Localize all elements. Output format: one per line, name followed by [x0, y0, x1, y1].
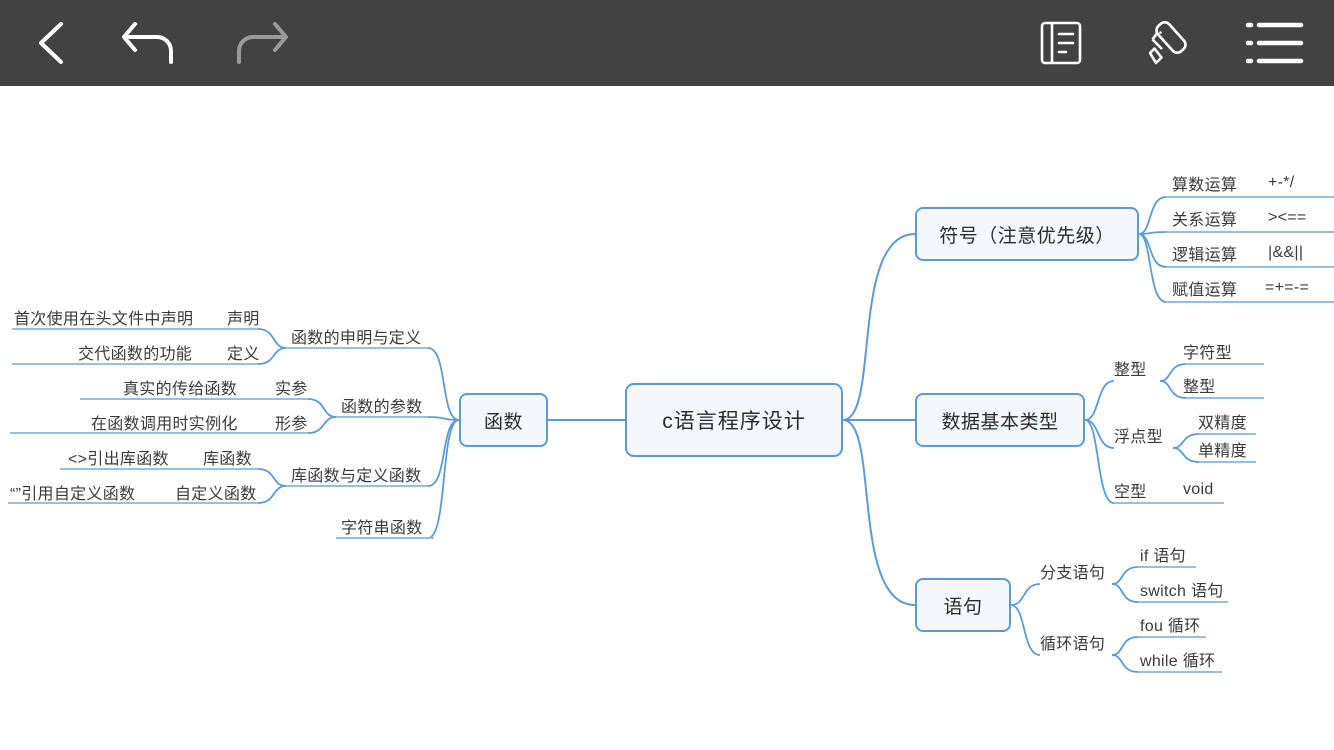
leaf-lib-func-label[interactable]: 库函数: [203, 451, 252, 468]
node-float-type[interactable]: 浮点型: [1114, 429, 1163, 446]
back-icon: [31, 18, 75, 68]
root-node[interactable]: c语言程序设计: [625, 383, 843, 457]
branch-node-datatypes[interactable]: 数据基本类型: [915, 393, 1085, 447]
branch-node-symbols[interactable]: 符号（注意优先级）: [915, 207, 1139, 261]
leaf-relational-value[interactable]: ><==: [1268, 209, 1307, 226]
leaf-declare-label[interactable]: 声明: [227, 311, 260, 328]
node-string-functions[interactable]: 字符串函数: [341, 520, 423, 537]
undo-icon: [121, 20, 179, 66]
menu-button[interactable]: [1232, 0, 1318, 86]
undo-button[interactable]: [107, 0, 193, 86]
leaf-custom-func-note[interactable]: “”引用自定义函数: [10, 486, 136, 503]
leaf-arith-value[interactable]: +-*/: [1268, 174, 1295, 191]
leaf-actual-param-note[interactable]: 真实的传给函数: [123, 381, 238, 398]
leaf-int-type[interactable]: 整型: [1183, 379, 1216, 396]
leaf-assign-label[interactable]: 赋值运算: [1172, 282, 1238, 299]
back-button[interactable]: [10, 0, 96, 86]
redo-icon: [231, 20, 289, 66]
leaf-switch-statement[interactable]: switch 语句: [1140, 583, 1224, 600]
toolbar: [0, 0, 1334, 86]
leaf-formal-param-note[interactable]: 在函数调用时实例化: [91, 416, 238, 433]
connector-layer: [8, 196, 1334, 673]
leaf-logical-label[interactable]: 逻辑运算: [1172, 247, 1238, 264]
node-function-params[interactable]: 函数的参数: [341, 399, 423, 416]
leaf-define-note[interactable]: 交代函数的功能: [78, 346, 193, 363]
branch-node-functions[interactable]: 函数: [459, 393, 548, 447]
leaf-single-precision[interactable]: 单精度: [1198, 443, 1247, 460]
node-void-type[interactable]: 空型: [1114, 484, 1147, 501]
mindmap-canvas[interactable]: c语言程序设计 符号（注意优先级） 数据基本类型 语句 算数运算 +-*/ 关系…: [0, 86, 1334, 750]
leaf-void-value[interactable]: void: [1183, 481, 1214, 498]
leaf-double-precision[interactable]: 双精度: [1198, 415, 1247, 432]
node-lib-vs-custom[interactable]: 库函数与定义函数: [291, 468, 422, 485]
leaf-relational-label[interactable]: 关系运算: [1172, 212, 1238, 229]
outline-icon: [1038, 19, 1084, 67]
leaf-actual-param-label[interactable]: 实参: [275, 381, 308, 398]
leaf-arith-label[interactable]: 算数运算: [1172, 177, 1238, 194]
leaf-custom-func-label[interactable]: 自定义函数: [175, 486, 257, 503]
node-integer-type[interactable]: 整型: [1114, 362, 1147, 379]
node-branch-statement[interactable]: 分支语句: [1040, 565, 1106, 582]
leaf-lib-func-note[interactable]: <>引出库函数: [68, 451, 169, 468]
leaf-for-loop[interactable]: fou 循环: [1140, 618, 1201, 635]
leaf-formal-param-label[interactable]: 形参: [275, 416, 308, 433]
leaf-logical-value[interactable]: |&&||: [1268, 244, 1304, 261]
leaf-if-statement[interactable]: if 语句: [1140, 548, 1186, 565]
redo-button[interactable]: [217, 0, 303, 86]
paint-roller-icon: [1141, 15, 1197, 71]
branch-node-statements[interactable]: 语句: [915, 578, 1011, 632]
outline-button[interactable]: [1018, 0, 1104, 86]
leaf-define-label[interactable]: 定义: [227, 346, 260, 363]
leaf-assign-value[interactable]: =+=-=: [1265, 279, 1310, 296]
node-loop-statement[interactable]: 循环语句: [1040, 636, 1106, 653]
leaf-while-loop[interactable]: while 循环: [1140, 653, 1216, 670]
menu-icon: [1245, 19, 1305, 67]
node-declare-define[interactable]: 函数的申明与定义: [291, 330, 422, 347]
style-button[interactable]: [1126, 0, 1212, 86]
leaf-char-type[interactable]: 字符型: [1183, 345, 1232, 362]
leaf-declare-note[interactable]: 首次使用在头文件中声明: [14, 311, 194, 328]
